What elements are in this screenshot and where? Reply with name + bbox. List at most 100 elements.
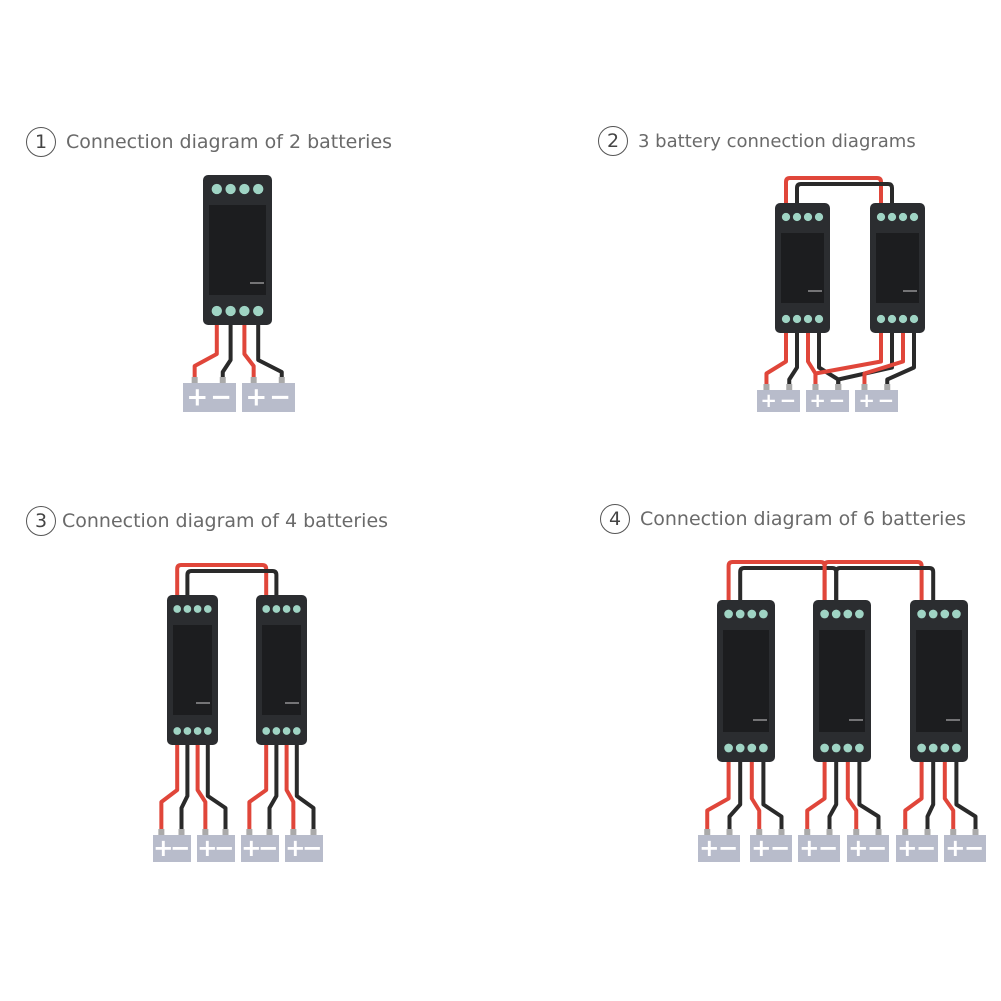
battery-minus-label: − xyxy=(867,833,887,862)
battery: +− xyxy=(698,833,740,862)
black-battery-cable xyxy=(179,745,190,831)
battery-plus-label: + xyxy=(858,389,875,412)
battery-equalizer-device xyxy=(813,600,871,762)
battery: +− xyxy=(855,389,898,412)
cable-lug xyxy=(804,829,811,835)
terminal-bottom xyxy=(282,727,291,735)
battery: +− xyxy=(242,383,295,413)
battery-body xyxy=(855,390,898,412)
terminal-top xyxy=(735,609,745,619)
cable-lug xyxy=(202,829,209,835)
terminal-bottom xyxy=(855,743,864,753)
red-link-cable xyxy=(822,560,924,600)
terminal-bottom xyxy=(898,314,908,324)
terminal-bottom xyxy=(928,743,938,753)
battery-body xyxy=(806,390,849,412)
red-battery-cable xyxy=(805,762,827,831)
battery: +− xyxy=(750,833,792,862)
battery-plus-label: + xyxy=(897,833,917,862)
cable-lug xyxy=(704,829,711,835)
device-label-panel xyxy=(876,233,919,303)
black-link-cable xyxy=(185,569,279,595)
terminal-bottom xyxy=(759,743,768,753)
device-label-panel xyxy=(209,205,266,295)
cable-lug xyxy=(853,829,860,835)
red-battery-cable xyxy=(813,333,883,386)
battery-body xyxy=(757,390,800,412)
battery-minus-label: − xyxy=(214,833,234,862)
battery-plus-label: + xyxy=(848,833,868,862)
terminal-bottom xyxy=(792,314,802,324)
red-battery-cable xyxy=(903,762,924,831)
black-battery-cable xyxy=(267,745,279,831)
red-link-cable xyxy=(175,563,269,595)
terminal-bottom xyxy=(724,743,733,753)
cable-lug xyxy=(902,829,909,835)
terminal-top xyxy=(820,609,829,619)
cable-lug xyxy=(278,377,285,383)
red-battery-cable xyxy=(749,762,762,831)
cable-lug xyxy=(812,384,819,390)
terminal-top xyxy=(282,605,291,613)
red-battery-cable xyxy=(159,745,180,831)
battery-plus-label: + xyxy=(197,833,217,862)
battery-body xyxy=(798,835,840,862)
terminal-top xyxy=(843,609,853,619)
circled-number: 1 xyxy=(26,127,56,157)
cable-lug xyxy=(835,384,842,390)
terminal-bottom xyxy=(917,743,926,753)
terminal-bottom xyxy=(225,305,236,317)
black-battery-cable xyxy=(787,333,799,386)
terminal-top xyxy=(917,609,926,619)
terminal-bottom xyxy=(814,314,824,324)
device-label-panel xyxy=(781,233,824,303)
battery-plus-label: + xyxy=(153,833,173,862)
terminal-top xyxy=(759,609,768,619)
terminal-top xyxy=(792,212,802,222)
battery-body xyxy=(285,835,323,862)
device-label-panel xyxy=(916,630,962,732)
battery-body xyxy=(750,835,792,862)
battery-plus-label: + xyxy=(245,383,267,413)
terminal-bottom xyxy=(253,305,264,317)
terminal-bottom xyxy=(803,314,813,324)
terminal-top xyxy=(803,212,813,222)
black-battery-cable xyxy=(827,762,839,831)
battery-minus-label: − xyxy=(269,383,291,413)
cable-lug xyxy=(875,829,882,835)
red-link-cable xyxy=(784,176,883,203)
battery-plus-label: + xyxy=(760,389,777,412)
device-label-panel xyxy=(723,630,769,732)
terminal-top xyxy=(272,605,281,613)
black-battery-cable xyxy=(761,762,784,831)
red-battery-cable xyxy=(284,745,296,831)
terminal-bottom xyxy=(292,727,301,735)
terminal-bottom xyxy=(781,314,791,324)
terminal-bottom xyxy=(831,743,841,753)
black-battery-cable xyxy=(925,762,936,831)
battery-body xyxy=(896,835,938,862)
battery-equalizer-device xyxy=(870,203,925,333)
battery-minus-label: − xyxy=(302,833,322,862)
battery-minus-label: − xyxy=(170,833,190,862)
battery-equalizer-device xyxy=(775,203,830,333)
panel-4-title: 4 Connection diagram of 6 batteries xyxy=(600,504,966,534)
battery: +− xyxy=(806,389,849,412)
title-text: 3 battery connection diagrams xyxy=(638,130,916,152)
terminal-top xyxy=(225,183,236,195)
cable-lug xyxy=(778,829,785,835)
terminal-bottom xyxy=(173,727,182,735)
battery-minus-label: − xyxy=(916,833,936,862)
terminal-top xyxy=(173,605,182,613)
black-link-cable xyxy=(738,566,839,600)
battery: +− xyxy=(757,389,800,412)
cable-lug xyxy=(290,829,297,835)
battery-equalizer-device xyxy=(256,595,307,745)
black-battery-cable xyxy=(205,745,228,831)
terminal-top xyxy=(747,609,757,619)
terminal-bottom xyxy=(940,743,950,753)
terminal-top xyxy=(887,212,897,222)
black-battery-cable xyxy=(294,745,316,831)
terminal-bottom xyxy=(876,314,886,324)
